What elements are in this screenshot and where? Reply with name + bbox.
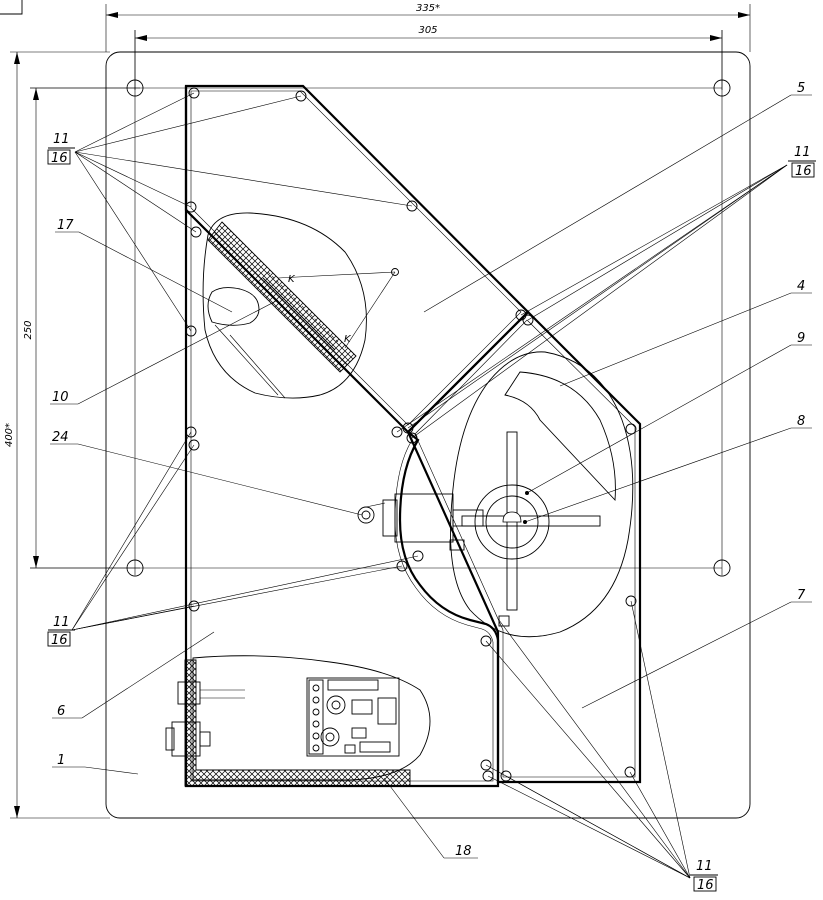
panel-left <box>184 86 500 788</box>
fraction-tag-mid-left: 11 16 <box>47 615 75 648</box>
motor-assembly <box>357 351 634 638</box>
dimension-outer-height-text: 400* <box>4 423 15 447</box>
callout-1: 1 <box>57 753 65 768</box>
fraction-tag-top-left: 11 16 <box>47 132 75 166</box>
mounting-hole <box>126 79 144 97</box>
weld-markers: K K <box>277 268 399 349</box>
fraction-tag-bottom-right: 11 16 <box>690 859 718 893</box>
cross-arm-horizontal <box>461 515 601 527</box>
title-block-corner <box>0 0 23 15</box>
svg-text:11: 11 <box>696 859 713 874</box>
callout-4: 4 <box>797 279 805 294</box>
callout-labels: 5 4 9 8 7 17 10 24 6 1 18 <box>52 81 806 859</box>
motor-body <box>394 493 454 543</box>
callout-10: 10 <box>52 390 69 405</box>
svg-text:11: 11 <box>53 615 70 630</box>
mounting-holes <box>126 79 731 577</box>
connector <box>177 681 201 705</box>
callout-6: 6 <box>57 704 65 719</box>
mounting-hole <box>713 559 731 577</box>
center-lines <box>30 30 723 575</box>
dimension-inner-width: 305 <box>134 25 723 90</box>
svg-text:16: 16 <box>51 151 68 166</box>
base-plate <box>105 51 751 819</box>
dimension-inner-width-text: 305 <box>418 25 437 36</box>
svg-text:16: 16 <box>697 878 714 893</box>
fraction-tag-top-right: 11 16 <box>788 145 816 179</box>
k-mark: K <box>288 274 296 285</box>
circuit-board <box>306 677 400 757</box>
callout-8: 8 <box>797 414 805 429</box>
dimension-outer-height: 400* <box>4 51 110 819</box>
svg-text:16: 16 <box>51 633 68 648</box>
bolt-24 <box>357 506 375 524</box>
dimension-inner-height: 250 <box>23 87 140 569</box>
pulley-inner <box>485 495 539 549</box>
dimension-inner-height-text: 250 <box>23 320 34 339</box>
k-mark: K <box>344 334 352 345</box>
mounting-hole <box>126 559 144 577</box>
dimension-outer-width-text: 335* <box>416 3 440 14</box>
dimension-outer-width: 335* <box>105 3 751 52</box>
callout-18: 18 <box>455 844 472 859</box>
callout-24: 24 <box>52 430 69 445</box>
mounting-hole <box>713 79 731 97</box>
panel-right <box>406 310 642 784</box>
callout-5: 5 <box>797 81 805 96</box>
callout-9: 9 <box>797 331 805 346</box>
fasteners <box>185 87 637 782</box>
svg-text:16: 16 <box>795 164 812 179</box>
pulley-outer <box>474 484 550 560</box>
svg-text:11: 11 <box>53 132 70 147</box>
callout-17: 17 <box>57 218 74 233</box>
leader-lines <box>50 92 812 879</box>
section-cutout-bottom <box>165 655 431 787</box>
section-cutout-top <box>202 212 367 399</box>
callout-7: 7 <box>797 588 806 603</box>
svg-text:11: 11 <box>794 145 811 160</box>
